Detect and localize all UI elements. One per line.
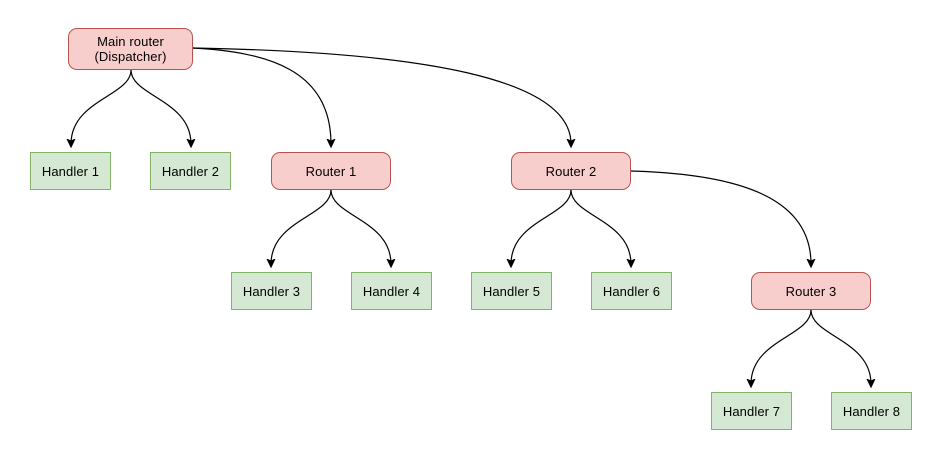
node-label-handler-4: Handler 4 (362, 283, 421, 299)
edge-main-r1 (192, 47, 331, 144)
node-label-handler-7: Handler 7 (722, 403, 781, 419)
node-label-handler-8: Handler 8 (842, 403, 901, 419)
node-label-handler-2: Handler 2 (161, 163, 220, 179)
edge-main-h1 (71, 69, 132, 144)
node-label-router-2: Router 2 (545, 163, 597, 179)
node-handler-5[interactable]: Handler 5 (471, 272, 552, 310)
node-handler-3[interactable]: Handler 3 (231, 272, 312, 310)
edge-r3-h8 (810, 309, 871, 384)
node-label-router-3: Router 3 (785, 283, 837, 299)
edge-r2-h5 (511, 189, 572, 264)
node-handler-2[interactable]: Handler 2 (150, 152, 231, 190)
node-label-handler-6: Handler 6 (602, 283, 661, 299)
node-label-router-1: Router 1 (305, 163, 357, 179)
node-handler-8[interactable]: Handler 8 (831, 392, 912, 430)
edge-r3-h7 (751, 309, 812, 384)
node-main-router[interactable]: Main router (Dispatcher) (68, 28, 193, 70)
edge-main-h2 (130, 69, 191, 144)
node-router-3[interactable]: Router 3 (751, 272, 871, 310)
node-label-handler-3: Handler 3 (242, 283, 301, 299)
node-handler-4[interactable]: Handler 4 (351, 272, 432, 310)
node-handler-6[interactable]: Handler 6 (591, 272, 672, 310)
edge-r1-h3 (271, 189, 332, 264)
node-label-handler-5: Handler 5 (482, 283, 541, 299)
edge-r2-r3 (630, 170, 811, 264)
edge-r1-h4 (330, 189, 391, 264)
edge-paths (71, 47, 871, 384)
node-label-handler-1: Handler 1 (41, 163, 100, 179)
edge-main-r2 (192, 47, 571, 144)
node-label-main-router: Main router (Dispatcher) (94, 34, 167, 64)
edge-r2-h6 (570, 189, 631, 264)
node-handler-1[interactable]: Handler 1 (30, 152, 111, 190)
node-handler-7[interactable]: Handler 7 (711, 392, 792, 430)
node-router-1[interactable]: Router 1 (271, 152, 391, 190)
node-router-2[interactable]: Router 2 (511, 152, 631, 190)
